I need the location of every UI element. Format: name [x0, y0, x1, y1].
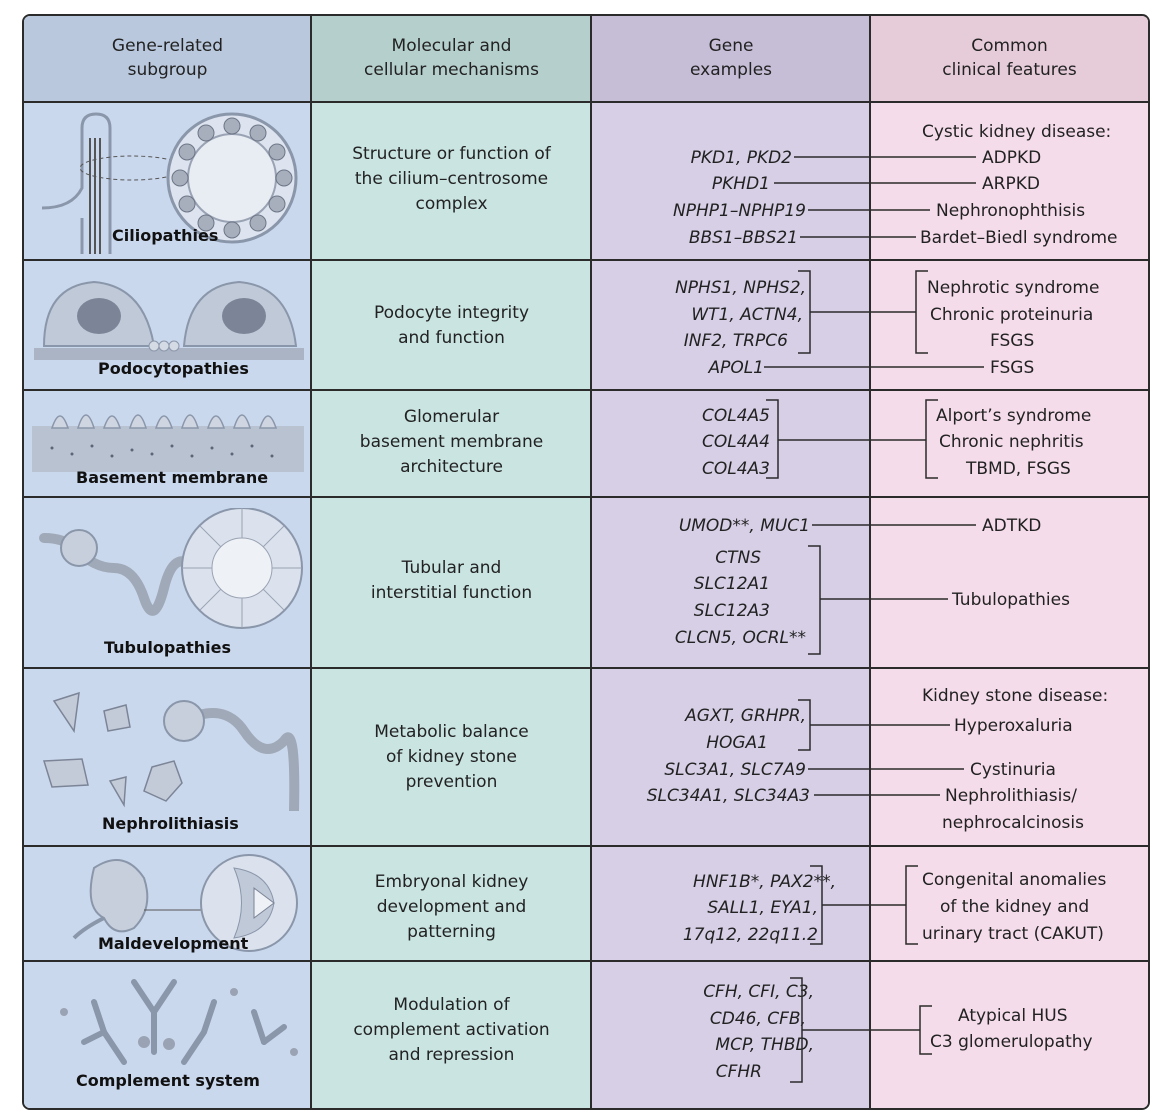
feature-chronic-nephritis: Chronic nephritis — [939, 432, 1084, 452]
feature-hyperoxaluria: Hyperoxaluria — [954, 716, 1073, 736]
clinical-heading-stone: Kidney stone disease: — [922, 686, 1109, 706]
feature-atypical-hus: Atypical HUS — [958, 1006, 1068, 1026]
gene-nphp: NPHP1–NPHP19 — [673, 201, 806, 221]
feature-adtkd: ADTKD — [982, 516, 1042, 536]
gene-pkhd1: PKHD1 — [711, 174, 770, 194]
gene-apol1: APOL1 — [708, 358, 764, 378]
kidney-stone-illustration — [43, 691, 300, 811]
gene-cfh-cfi-c3: CFH, CFI, C3, — [703, 982, 814, 1002]
feature-chronic-proteinuria: Chronic proteinuria — [930, 305, 1094, 325]
feature-bardet-biedl: Bardet–Biedl syndrome — [920, 228, 1118, 248]
subgroup-complement-system: Complement system — [76, 1071, 260, 1090]
gene-17q12-22q11: 17q12, 22q11.2 — [682, 925, 818, 945]
feature-tubulopathies: Tubulopathies — [952, 590, 1070, 610]
gene-pkd1-pkd2: PKD1, PKD2 — [690, 148, 792, 168]
cilium-illustration — [41, 112, 298, 254]
feature-kidney-and: of the kidney and — [940, 897, 1090, 917]
feature-c3-glomerulopathy: C3 glomerulopathy — [930, 1032, 1093, 1052]
feature-fsgs-apol1: FSGS — [990, 358, 1035, 378]
gene-col4a4: COL4A4 — [702, 432, 770, 452]
gene-umod-muc1: UMOD**, MUC1 — [678, 516, 810, 536]
gene-inf2-trpc6: INF2, TRPC6 — [683, 331, 788, 351]
subgroup-tubulopathies: Tubulopathies — [104, 638, 232, 657]
subgroup-podocytopathies: Podocytopathies — [98, 359, 249, 378]
subgroup-ciliopathies: Ciliopathies — [112, 226, 219, 245]
gene-mcp-thbd: MCP, THBD, — [715, 1035, 814, 1055]
gene-cd46-cfb: CD46, CFB, — [709, 1009, 806, 1029]
subgroup-nephrolithiasis: Nephrolithiasis — [102, 814, 239, 833]
gene-slc12a3: SLC12A3 — [693, 601, 770, 621]
basement-membrane-illustration — [32, 414, 304, 472]
gene-col4a3: COL4A3 — [702, 459, 770, 479]
subgroup-basement-membrane: Basement membrane — [76, 468, 269, 487]
gene-nphs: NPHS1, NPHS2, — [675, 278, 806, 298]
subgroup-maldevelopment: Maldevelopment — [98, 934, 249, 953]
feature-adpkd: ADPKD — [982, 148, 1042, 168]
podocyte-illustration — [34, 280, 304, 360]
gene-agxt-grhpr: AGXT, GRHPR, — [685, 706, 806, 726]
feature-nephrolithiasis: Nephrolithiasis/ — [945, 786, 1077, 806]
gene-cfhr: CFHR — [715, 1062, 762, 1082]
gene-bbs: BBS1–BBS21 — [688, 228, 798, 248]
feature-nephrotic-syndrome: Nephrotic syndrome — [927, 278, 1100, 298]
feature-nephronophthisis: Nephronophthisis — [936, 201, 1086, 221]
complement-illustration — [60, 979, 298, 1065]
gene-col4a5: COL4A5 — [702, 406, 770, 426]
feature-alport: Alport’s syndrome — [936, 406, 1092, 426]
gene-column — [592, 16, 870, 1108]
feature-fsgs: FSGS — [990, 331, 1035, 351]
gene-ctns: CTNS — [715, 548, 761, 568]
gene-slc12a1: SLC12A1 — [693, 574, 770, 594]
gene-wt1-actn4: WT1, ACTN4, — [691, 305, 803, 325]
feature-tbmd-fsgs: TBMD, FSGS — [966, 459, 1071, 479]
gene-clcn5-ocrl: CLCN5, OCRL** — [674, 628, 806, 648]
feature-arpkd: ARPKD — [982, 174, 1040, 194]
feature-congenital-anomalies: Congenital anomalies — [922, 870, 1107, 890]
mechanism-column — [312, 16, 591, 1108]
gene-hnf1b-pax2: HNF1B*, PAX2**, — [693, 872, 836, 892]
gene-hoga1: HOGA1 — [706, 733, 768, 753]
feature-cystinuria: Cystinuria — [970, 760, 1056, 780]
embryo-illustration — [72, 854, 298, 952]
gene-slc34a1-slc34a3: SLC34A1, SLC34A3 — [646, 786, 810, 806]
tubule-illustration — [39, 508, 303, 629]
feature-urinary-tract: urinary tract (CAKUT) — [922, 924, 1104, 944]
gene-slc3a1-slc7a9: SLC3A1, SLC7A9 — [664, 760, 806, 780]
clinical-heading-cystic: Cystic kidney disease: — [922, 122, 1112, 142]
gene-sall1-eya1: SALL1, EYA1, — [707, 898, 818, 918]
feature-nephrocalcinosis: nephrocalcinosis — [942, 813, 1084, 833]
